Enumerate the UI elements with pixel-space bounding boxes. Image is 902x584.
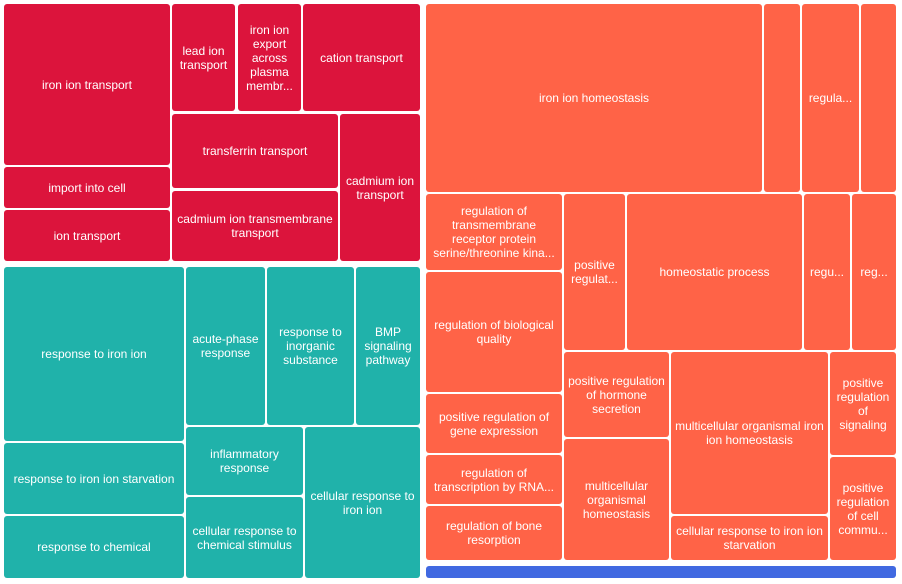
treemap-tile-label: import into cell bbox=[48, 180, 126, 195]
treemap-tile-label: cellular response to chemical stimulus bbox=[192, 523, 297, 552]
treemap-tile-regulation-of-transmembrane-receptor: regulation of transmembrane receptor pro… bbox=[426, 194, 562, 270]
treemap-tile-label: positive regulation of signaling bbox=[836, 375, 890, 432]
treemap-tile-label: ion transport bbox=[53, 228, 121, 243]
treemap-tile-label: transferrin transport bbox=[202, 144, 308, 158]
treemap-tile-regulation-of-biological-quality: regulation of biological quality bbox=[426, 272, 562, 392]
treemap-tile-ion-transport: ion transport bbox=[4, 210, 170, 261]
treemap-tile-transferrin-transport: transferrin transport bbox=[172, 114, 338, 188]
treemap-tile-reg-1: reg... bbox=[852, 194, 896, 350]
treemap-tile-label: reg... bbox=[860, 265, 888, 279]
treemap-tile-label: inflammatory response bbox=[210, 447, 279, 475]
treemap-tile-label: cellular response to iron ion bbox=[310, 488, 415, 517]
treemap-tile-positive-regulat: positive regulat... bbox=[564, 194, 625, 350]
treemap-tile-cellular-response-to-chemical-stimulus: cellular response to chemical stimulus bbox=[186, 497, 303, 578]
treemap-tile-label: homeostatic process bbox=[659, 265, 770, 279]
treemap-tile-cadmium-ion-transmembrane-transport: cadmium ion transmembrane transport bbox=[172, 191, 338, 261]
treemap-tile-import-into-cell: import into cell bbox=[4, 167, 170, 208]
treemap-tile-cadmium-ion-transport: cadmium ion transport bbox=[340, 114, 420, 261]
treemap-tile-unlabeled-blue bbox=[426, 566, 896, 578]
treemap-tile-label: response to iron ion bbox=[41, 347, 147, 361]
treemap-tile-acute-phase-response: acute-phase response bbox=[186, 267, 265, 425]
treemap-tile-label: regulation of transmembrane receptor pro… bbox=[433, 204, 555, 260]
treemap-tile-label: cadmium ion transport bbox=[345, 173, 415, 202]
treemap-tile-cellular-response-to-iron-ion: cellular response to iron ion bbox=[305, 427, 420, 578]
treemap-tile-label: iron ion export across plasma membr... bbox=[246, 22, 293, 93]
treemap-tile-cation-transport: cation transport bbox=[303, 4, 420, 111]
treemap-tile-positive-regulation-of-hormone-secretion: positive regulation of hormone secretion bbox=[564, 352, 669, 437]
treemap-tile-label: response to inorganic substance bbox=[279, 325, 342, 367]
treemap-tile-unlabeled-1 bbox=[764, 4, 800, 192]
treemap-tile-label: regu... bbox=[809, 265, 845, 279]
treemap-tile-label: positive regulation of hormone secretion bbox=[568, 373, 665, 416]
treemap-tile-label: regula... bbox=[808, 91, 853, 105]
treemap-tile-label: positive regulat... bbox=[571, 258, 618, 286]
treemap-tile-label: regulation of bone resorption bbox=[445, 519, 543, 547]
treemap-tile-label: BMP signaling pathway bbox=[364, 325, 412, 367]
treemap-tile-lead-ion-transport: lead ion transport bbox=[172, 4, 235, 111]
treemap-tile-label: positive regulation of gene expression bbox=[438, 409, 550, 438]
treemap-tile-regulation-of-transcription-by-rna: regulation of transcription by RNA... bbox=[426, 455, 562, 504]
treemap-tile-response-to-iron-ion: response to iron ion bbox=[4, 267, 184, 441]
treemap-tile-positive-regulation-of-signaling: positive regulation of signaling bbox=[830, 352, 896, 455]
treemap-tile-iron-ion-export: iron ion export across plasma membr... bbox=[238, 4, 301, 111]
treemap-tile-label: positive regulation of cell commu... bbox=[836, 480, 890, 537]
treemap-tile-unlabeled-2 bbox=[861, 4, 896, 192]
treemap-tile-multicellular-organismal-homeostasis: multicellular organismal homeostasis bbox=[564, 439, 669, 560]
treemap-tile-label: iron ion transport bbox=[41, 77, 133, 92]
treemap-tile-regu-1: regu... bbox=[804, 194, 850, 350]
treemap-tile-positive-regulation-of-gene-expression: positive regulation of gene expression bbox=[426, 394, 562, 453]
treemap-tile-iron-ion-transport: iron ion transport bbox=[4, 4, 170, 165]
treemap-tile-homeostatic-process: homeostatic process bbox=[627, 194, 802, 350]
treemap-tile-regulation-of-bone-resorption: regulation of bone resorption bbox=[426, 506, 562, 560]
treemap-tile-inflammatory-response: inflammatory response bbox=[186, 427, 303, 495]
treemap-tile-label: response to iron ion starvation bbox=[13, 471, 175, 486]
treemap-tile-label: acute-phase response bbox=[192, 332, 259, 360]
treemap-tile-cellular-response-to-iron-ion-starvation: cellular response to iron ion starvation bbox=[671, 516, 828, 560]
treemap-tile-label: regulation of biological quality bbox=[434, 318, 554, 346]
treemap-tile-label: regulation of transcription by RNA... bbox=[433, 465, 555, 494]
treemap-tile-response-to-chemical: response to chemical bbox=[4, 516, 184, 578]
treemap-tile-label: response to chemical bbox=[37, 540, 151, 554]
treemap-tile-response-to-iron-ion-starvation: response to iron ion starvation bbox=[4, 443, 184, 514]
treemap-tile-bmp-signaling-pathway: BMP signaling pathway bbox=[356, 267, 420, 425]
treemap-tile-multicellular-organismal-iron-ion-homeostasis: multicellular organismal iron ion homeos… bbox=[671, 352, 828, 514]
treemap-tile-positive-regulation-of-cell-commu: positive regulation of cell commu... bbox=[830, 457, 896, 560]
treemap-tile-label: cadmium ion transmembrane transport bbox=[177, 212, 333, 240]
treemap-tile-regula-1: regula... bbox=[802, 4, 859, 192]
treemap-tile-label: lead ion transport bbox=[179, 43, 228, 72]
treemap-tile-label: cellular response to iron ion starvation bbox=[676, 524, 823, 552]
treemap-tile-response-to-inorganic-substance: response to inorganic substance bbox=[267, 267, 354, 425]
treemap-tile-label: cation transport bbox=[320, 50, 403, 65]
treemap-tile-label: multicellular organismal iron ion homeos… bbox=[675, 419, 824, 447]
treemap-tile-label: multicellular organismal homeostasis bbox=[582, 478, 651, 521]
treemap-tile-iron-ion-homeostasis: iron ion homeostasis bbox=[426, 4, 762, 192]
treemap-tile-label: iron ion homeostasis bbox=[538, 91, 650, 105]
